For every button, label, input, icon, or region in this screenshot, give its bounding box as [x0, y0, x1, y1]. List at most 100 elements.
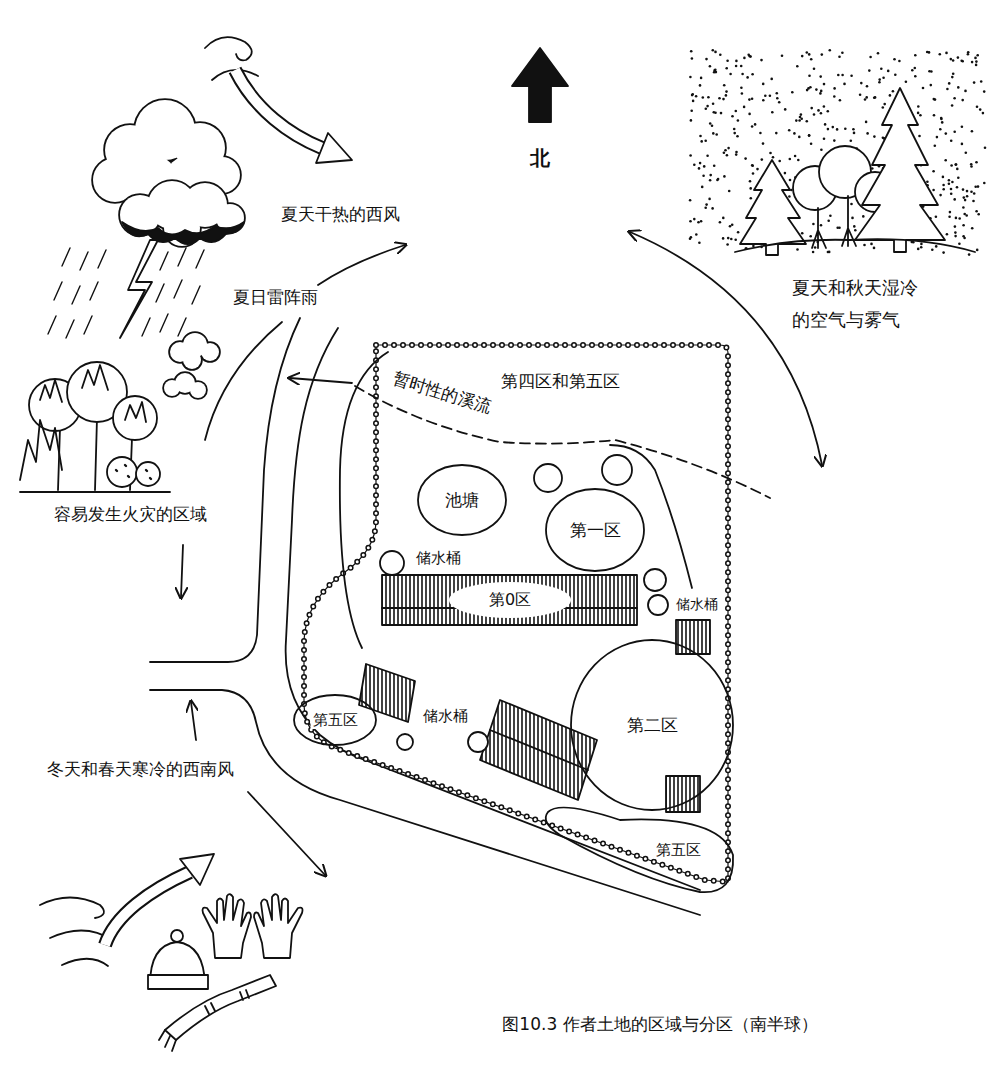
fog-dots	[775, 132, 778, 135]
fog-dots	[914, 67, 917, 70]
stream	[355, 386, 770, 498]
water-tank	[380, 455, 668, 752]
fog-dots	[699, 135, 702, 138]
fog-dots	[690, 236, 693, 239]
fog-dots	[950, 188, 953, 191]
fog-dots	[820, 149, 823, 152]
fog-dots	[951, 76, 954, 79]
fog-dots	[737, 231, 740, 234]
property-boundary	[304, 345, 728, 882]
fire-trees	[20, 491, 170, 493]
fog-dots	[735, 60, 738, 63]
fog-dots	[878, 78, 881, 81]
fog-dots	[950, 139, 953, 142]
fog-dots	[723, 175, 726, 178]
fog-dots	[930, 84, 933, 87]
fog-dots	[808, 134, 811, 137]
fire-trees	[107, 457, 137, 487]
fog-dots	[796, 248, 799, 251]
fog-dots	[829, 49, 832, 52]
fog-dots	[719, 54, 722, 57]
fog-dots	[733, 132, 736, 135]
fog-dots	[735, 65, 738, 68]
fog-dots	[983, 182, 986, 185]
fog-dots	[719, 221, 722, 224]
fog-dots	[810, 58, 813, 61]
fog-dots	[749, 187, 752, 190]
zone-area: 第0区	[448, 581, 572, 619]
fog-dots	[740, 87, 743, 90]
stream	[290, 378, 352, 383]
fog-dots	[862, 215, 865, 218]
fog-dots	[728, 190, 731, 193]
property-boundary	[304, 345, 728, 882]
weather-arrow	[181, 545, 183, 597]
fog-dots	[971, 227, 974, 230]
fog-dots	[836, 128, 839, 131]
fog-dots	[820, 112, 823, 115]
fog-dots	[936, 136, 939, 139]
fog-dots	[939, 53, 942, 56]
fog-dots	[946, 88, 949, 91]
fog-dots	[973, 192, 976, 195]
tank-label: 储水桶	[414, 549, 463, 568]
fog-dots	[914, 54, 917, 57]
fog-dots	[817, 109, 820, 112]
fog-dots	[962, 188, 965, 191]
fog-dots	[813, 67, 816, 70]
fog-dots	[717, 178, 720, 181]
fog-dots	[975, 60, 978, 63]
fog-dots	[935, 215, 938, 218]
fog-dots	[762, 83, 765, 86]
fog-dots	[843, 83, 846, 86]
fog-dots	[850, 203, 853, 206]
weather-arrow	[318, 245, 405, 285]
fog-dots	[962, 206, 965, 209]
fog-dots	[948, 216, 951, 219]
zone-circle: 第二区	[570, 639, 734, 811]
fire-trees	[113, 396, 157, 440]
fog-dots	[955, 217, 958, 220]
fog-dots	[709, 179, 712, 182]
fog-dots	[689, 49, 987, 256]
fog-dots	[970, 163, 973, 166]
wind-label: 冬天和春天寒冷的西南风	[45, 759, 236, 780]
zone-outline: 第五区	[540, 796, 740, 898]
fire-trees	[20, 420, 62, 480]
fog-dots	[905, 80, 908, 83]
fog-label: 夏天和秋天湿冷的空气与雾气	[790, 272, 925, 337]
fog-dots	[810, 143, 813, 146]
zone-label: 第四区和第五区	[499, 371, 622, 392]
fog-dots	[823, 105, 826, 108]
fog-dots	[731, 115, 734, 118]
fog-dots	[933, 98, 936, 101]
fog-dots	[956, 168, 959, 171]
fire-trees	[183, 351, 201, 369]
road	[150, 318, 300, 662]
fog-dots	[878, 81, 881, 84]
fog-dots	[705, 107, 708, 110]
fog-dots	[806, 120, 809, 123]
fog-dots	[722, 217, 725, 220]
fog-dots	[741, 92, 744, 95]
fog-dots	[715, 133, 718, 136]
fog-dots	[963, 213, 966, 216]
fog-dots	[750, 197, 753, 200]
fog-dots	[691, 94, 694, 97]
fire-label: 容易发生火灾的区域	[52, 504, 209, 525]
fog-dots	[864, 98, 867, 101]
fog-dots	[769, 152, 772, 155]
wind-swirl	[62, 959, 108, 966]
fog-dots	[945, 132, 948, 135]
fog-dots	[743, 106, 746, 109]
fog-dots	[866, 132, 869, 135]
winter-clothes	[165, 975, 276, 1040]
fog-dots	[800, 113, 803, 116]
fog-dots	[948, 183, 951, 186]
weather-arrow	[181, 232, 822, 875]
water-tank	[648, 595, 668, 615]
fog-dots	[961, 143, 964, 146]
fog-dots	[930, 70, 933, 73]
fog-dots	[711, 207, 714, 210]
fog-dots	[966, 190, 969, 193]
